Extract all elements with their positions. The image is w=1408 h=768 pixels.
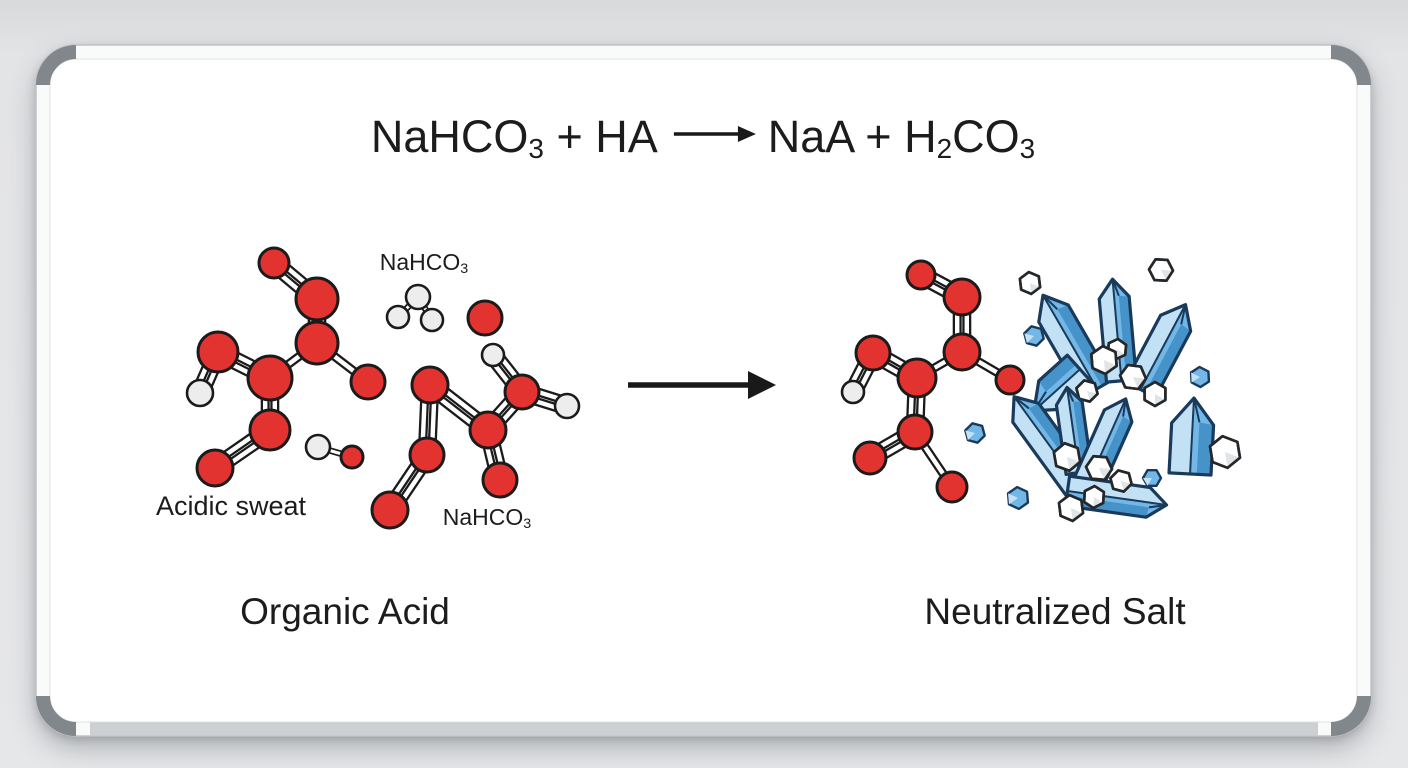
reaction-arrow-icon bbox=[628, 371, 776, 399]
label-text: NaHCO bbox=[442, 504, 524, 530]
corner-accent-icon bbox=[1330, 695, 1371, 736]
corner-accent-icon bbox=[1330, 45, 1371, 86]
equation-term: NaA + H bbox=[767, 111, 937, 162]
label-text: NaHCO bbox=[379, 249, 461, 275]
molecule-nahco3-mini bbox=[385, 283, 445, 333]
label-text: Acidic sweat bbox=[155, 491, 307, 521]
equation-term: NaHCO bbox=[370, 111, 529, 162]
molecule-nahco3-left bbox=[370, 342, 581, 530]
equation-term: + HA bbox=[543, 111, 658, 162]
corner-accent-icon bbox=[36, 695, 77, 736]
caption-neutralized-salt: Neutralized Salt bbox=[924, 591, 1185, 632]
crystal-cluster-upper bbox=[1018, 257, 1211, 413]
illustration-art bbox=[185, 246, 1242, 530]
whiteboard-surface bbox=[49, 58, 1358, 723]
molecule-pair-mini bbox=[304, 433, 365, 470]
label-text: Organic Acid bbox=[240, 591, 450, 632]
label-nahco3-bottom: NaHCO3 bbox=[442, 504, 532, 533]
crystal-cluster-lower bbox=[964, 385, 1169, 523]
crystal-block bbox=[1167, 396, 1242, 477]
equation-subscript: 3 bbox=[1019, 133, 1036, 165]
molecule-organic-acid-right bbox=[840, 259, 1026, 504]
lone-atom bbox=[466, 299, 504, 337]
label-acidic-sweat: Acidic sweat bbox=[156, 491, 306, 521]
caption-organic-acid: Organic Acid bbox=[240, 591, 450, 632]
equation-subscript: 3 bbox=[528, 133, 544, 165]
corner-accent-icon bbox=[36, 45, 77, 86]
equation-term: CO bbox=[952, 111, 1020, 162]
molecule-acidic-sweat bbox=[185, 246, 387, 488]
label-text: Neutralized Salt bbox=[924, 591, 1186, 632]
label-subscript: 3 bbox=[460, 261, 469, 278]
label-nahco3-top: NaHCO3 bbox=[379, 249, 469, 278]
equation-subscript: 2 bbox=[936, 133, 953, 165]
label-subscript: 3 bbox=[523, 516, 532, 533]
equation-arrow-icon bbox=[673, 126, 756, 142]
